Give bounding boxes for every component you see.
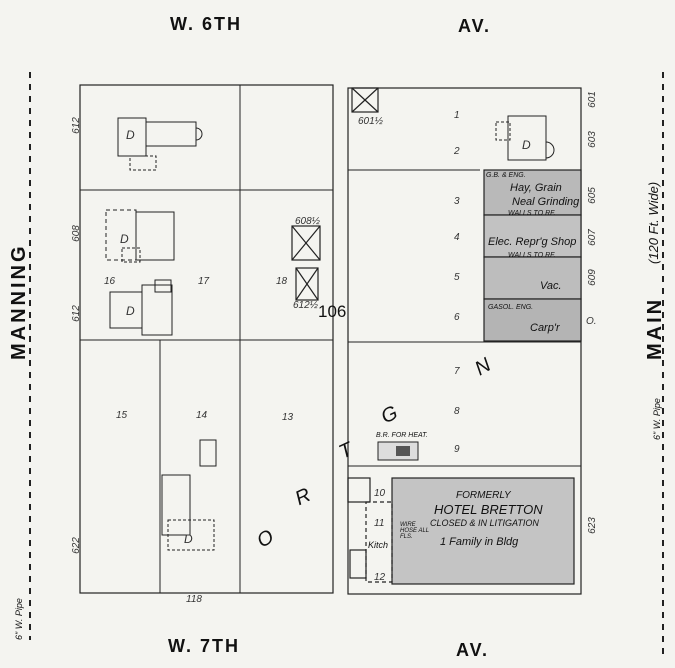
wall-label-2: WALLS TO RF. (508, 252, 556, 259)
addr-608: 608 (70, 225, 82, 242)
lot-e4: 4 (454, 232, 460, 243)
street-w7-left: W. 7TH (168, 636, 241, 656)
street-w6-left: W. 6TH (170, 14, 243, 34)
hotel-line4: 1 Family in Bldg (440, 536, 519, 548)
addr-612-top: 612 (70, 117, 82, 134)
hotel-building (347, 477, 575, 585)
dwelling-label-4: D (184, 532, 193, 546)
pipe-right: 6" W. Pipe (652, 398, 662, 440)
store3-label: Vac. (540, 280, 562, 292)
addr-118: 118 (186, 594, 202, 605)
addr-603: 603 (586, 131, 598, 148)
dwelling-south (161, 439, 217, 551)
block-number: 106 (318, 302, 347, 321)
lot-13: 13 (282, 412, 294, 423)
lot-18: 18 (276, 276, 288, 287)
addr-601-half: 601½ (358, 116, 384, 127)
dwelling-label-5: D (522, 138, 531, 152)
shed-label: B.R. FOR HEAT. (376, 432, 428, 439)
lot-e7: 7 (454, 366, 460, 377)
addr-605: 605 (586, 187, 598, 204)
street-av-top: AV. (458, 16, 492, 36)
store4-label: Carp'r (530, 322, 560, 334)
hotel-line2: HOTEL BRETTON (434, 502, 543, 517)
addr-601: 601 (586, 91, 598, 108)
dwelling-lower (109, 279, 173, 336)
street-main-width: (120 Ft. Wide) (646, 181, 661, 264)
pipe-left: 6" W. Pipe (14, 598, 24, 640)
dwelling-label-2: D (120, 232, 129, 246)
addr-622: 622 (70, 537, 82, 554)
wall-label-1: WALLS TO RF. (508, 210, 556, 217)
lot-e9: 9 (454, 444, 460, 455)
lot-17: 17 (198, 276, 210, 287)
street-manning: MANNING (8, 243, 30, 360)
lot-e10: 10 (374, 488, 386, 499)
dwelling-label-3: D (126, 304, 135, 318)
addr-623: 623 (586, 517, 598, 534)
west-block (79, 84, 334, 594)
lot-e12: 12 (374, 572, 386, 583)
street-main: MAIN (644, 296, 666, 360)
lot-e2: 2 (454, 146, 460, 157)
hose-label: WIRE HOSE ALL FLS. (400, 522, 430, 540)
o-mark: O. (586, 316, 597, 327)
addr-612-half: 612½ (293, 300, 319, 311)
dwelling-top (117, 117, 203, 171)
dwelling-ne (495, 115, 555, 161)
store1-sub: Neal Grinding (512, 196, 580, 208)
shed-601 (351, 87, 379, 113)
shed-612 (295, 267, 319, 301)
lot-e11: 11 (374, 518, 385, 529)
lot-14: 14 (196, 410, 208, 421)
lot-16: 16 (104, 276, 116, 287)
addr-608-half: 608½ (295, 216, 321, 227)
lot-e8: 8 (454, 406, 460, 417)
store1-label: Hay, Grain (510, 182, 562, 194)
addr-607: 607 (586, 229, 598, 246)
lot-e1: 1 (454, 110, 460, 121)
shed-608 (291, 225, 321, 261)
hotel-line1: FORMERLY (456, 490, 511, 501)
lot-15: 15 (116, 410, 128, 421)
street-av-bottom: AV. (456, 640, 490, 660)
commercial-block (483, 169, 582, 342)
addr-612: 612 (70, 305, 82, 322)
store4-small: GASOL. ENG. (488, 304, 534, 311)
store1-small: G.B. & ENG. (486, 172, 526, 179)
dwelling-label-1: D (126, 128, 135, 142)
lot-e6: 6 (454, 312, 460, 323)
kitch-label: Kitch (368, 540, 389, 550)
dwelling-middle (105, 209, 175, 263)
addr-609: 609 (586, 269, 598, 286)
hotel-line3: CLOSED & IN LITIGATION (430, 518, 539, 528)
lot-e5: 5 (454, 272, 460, 283)
store2-label: Elec. Repr'g Shop (488, 236, 577, 248)
lot-e3: 3 (454, 196, 460, 207)
